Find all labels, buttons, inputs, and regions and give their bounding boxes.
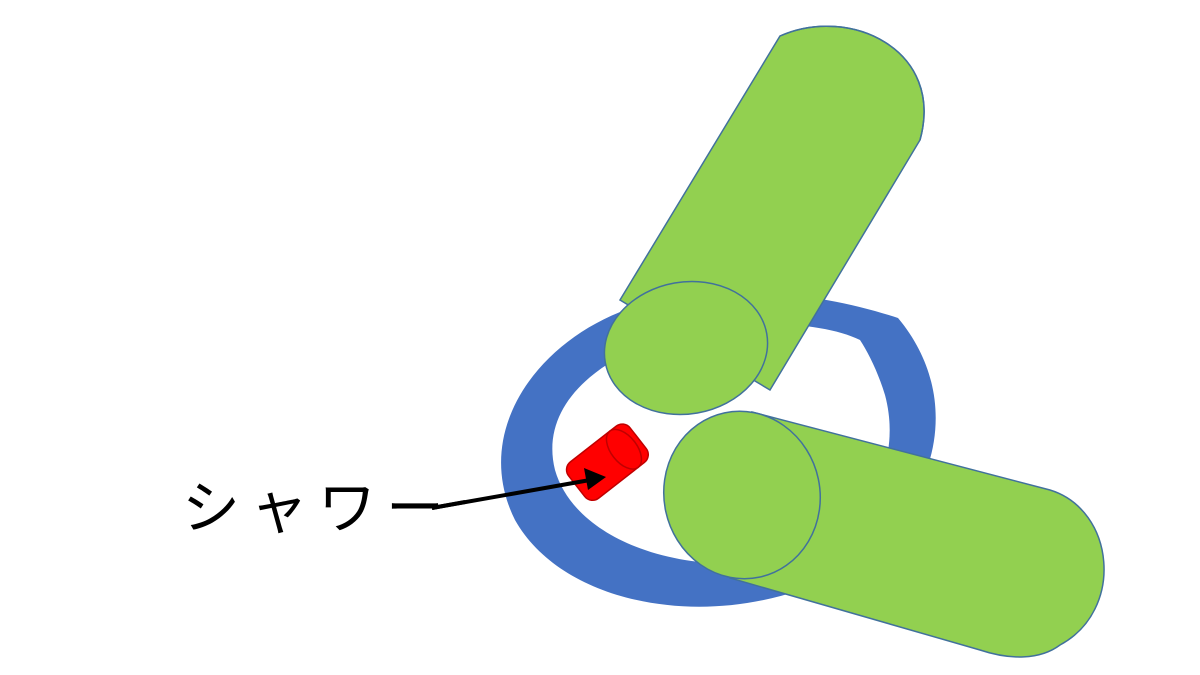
shower-label: シャワー — [182, 474, 454, 542]
upper-pipe — [603, 25, 925, 416]
bathtub-ring — [501, 292, 936, 607]
upper-pipe-end — [603, 280, 769, 416]
pointer-arrow — [431, 468, 606, 510]
lower-pipe-end — [662, 410, 822, 580]
shower-head — [565, 423, 650, 502]
lower-pipe — [662, 410, 1105, 658]
